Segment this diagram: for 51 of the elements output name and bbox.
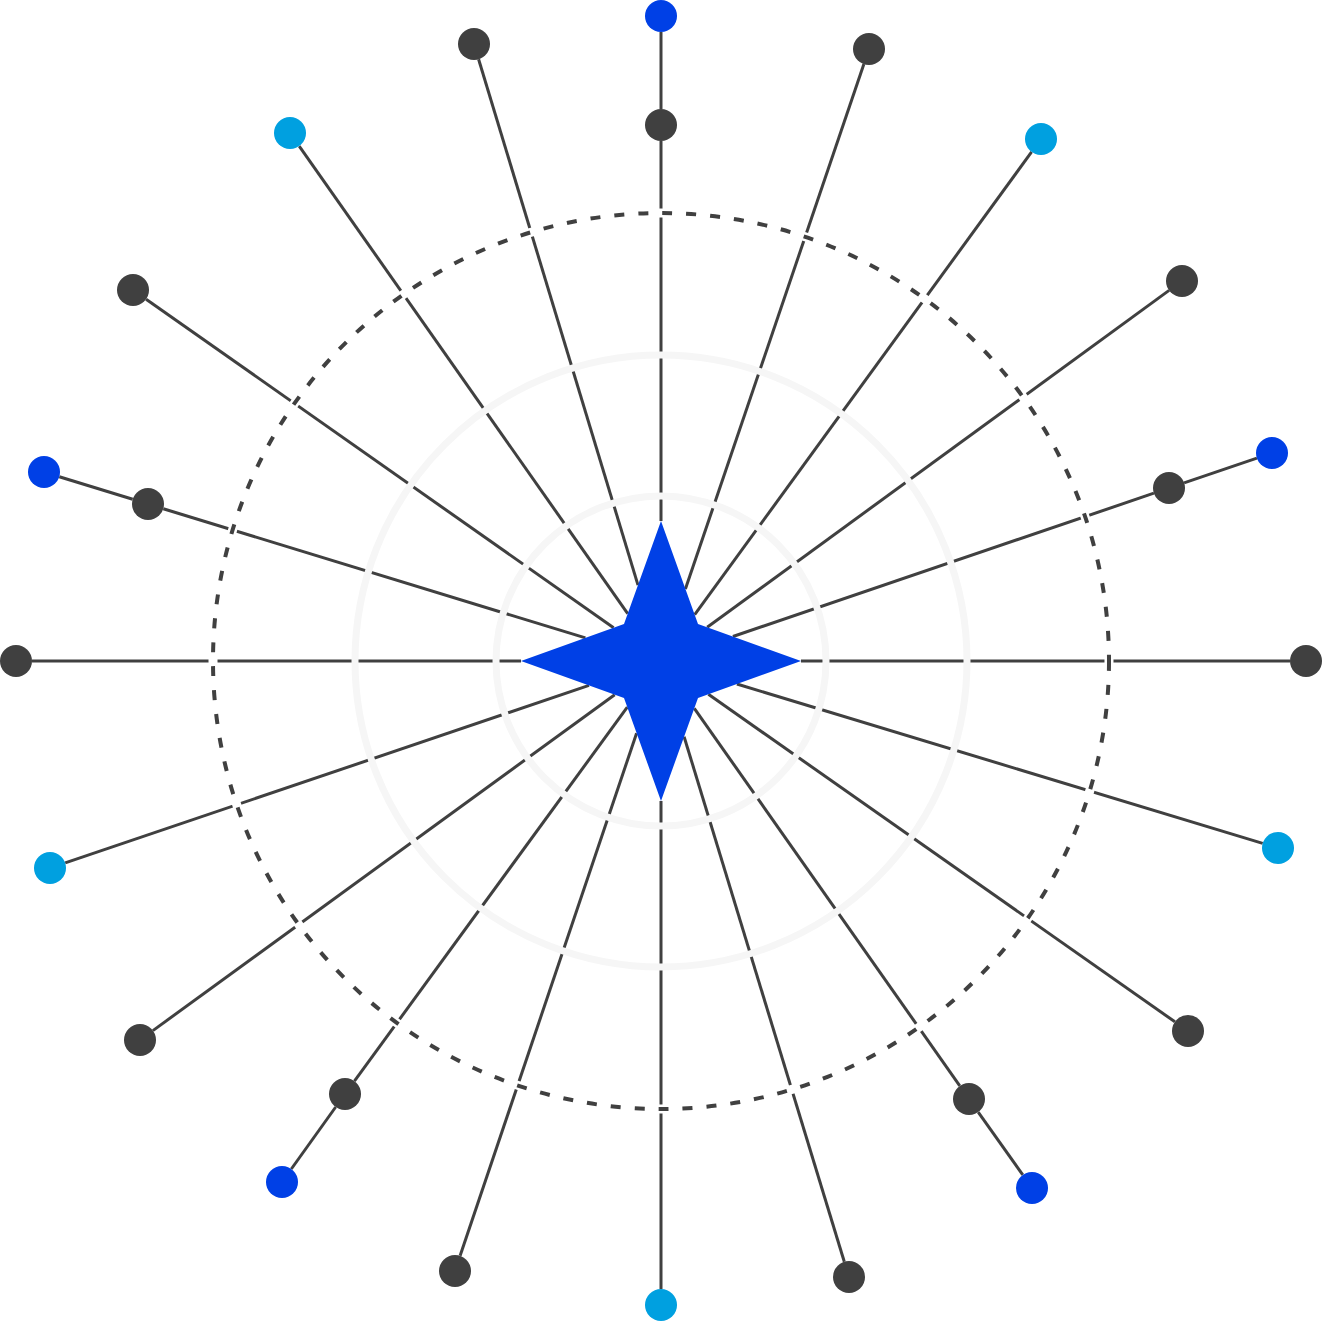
connector-line (732, 491, 1155, 638)
dot-node (458, 28, 490, 60)
connector-line (693, 707, 962, 1087)
dot-node (645, 109, 677, 141)
connector-line (152, 693, 616, 1032)
connector-line (1183, 456, 1258, 485)
dot-node (1172, 1015, 1204, 1047)
connector-line (290, 1106, 337, 1170)
connector-line (707, 693, 1176, 1024)
dot-node (439, 1255, 471, 1287)
dot-node (0, 645, 32, 677)
dot-node (1262, 832, 1294, 864)
connector-line (683, 63, 866, 590)
connector-line (659, 141, 663, 521)
dot-node (28, 456, 60, 488)
connector-line (706, 289, 1170, 629)
connector-line (353, 706, 629, 1082)
connector-line (976, 1111, 1025, 1176)
dot-node (833, 1261, 865, 1293)
connector-line (682, 736, 846, 1263)
connector-line (297, 145, 629, 615)
dot-node (1256, 437, 1288, 469)
star-node (521, 521, 801, 801)
dot-node (1025, 123, 1057, 155)
dot-node (266, 1166, 298, 1198)
dot-node (645, 0, 677, 32)
connector-line (162, 507, 586, 640)
dot-node (1166, 265, 1198, 297)
dot-node (117, 274, 149, 306)
connector-line (801, 659, 1290, 663)
dot-node (953, 1083, 985, 1115)
dot-node (1290, 645, 1322, 677)
connector-line (736, 682, 1264, 845)
connector-line (32, 659, 521, 663)
connector-line (458, 732, 639, 1257)
connector-line (693, 151, 1033, 616)
dot-node (1016, 1172, 1048, 1204)
dot-node (34, 852, 66, 884)
dot-node (853, 33, 885, 65)
connector-line (477, 58, 640, 586)
dot-node (1153, 472, 1185, 504)
connector-line (659, 32, 663, 109)
dot-node (132, 488, 164, 520)
connector-line (58, 475, 134, 501)
connector-line (145, 297, 615, 629)
dot-node (274, 117, 306, 149)
connector-line (64, 683, 590, 865)
dot-node (124, 1024, 156, 1056)
connector-line (659, 801, 663, 1289)
dot-node (645, 1289, 677, 1321)
dot-node (329, 1078, 361, 1110)
